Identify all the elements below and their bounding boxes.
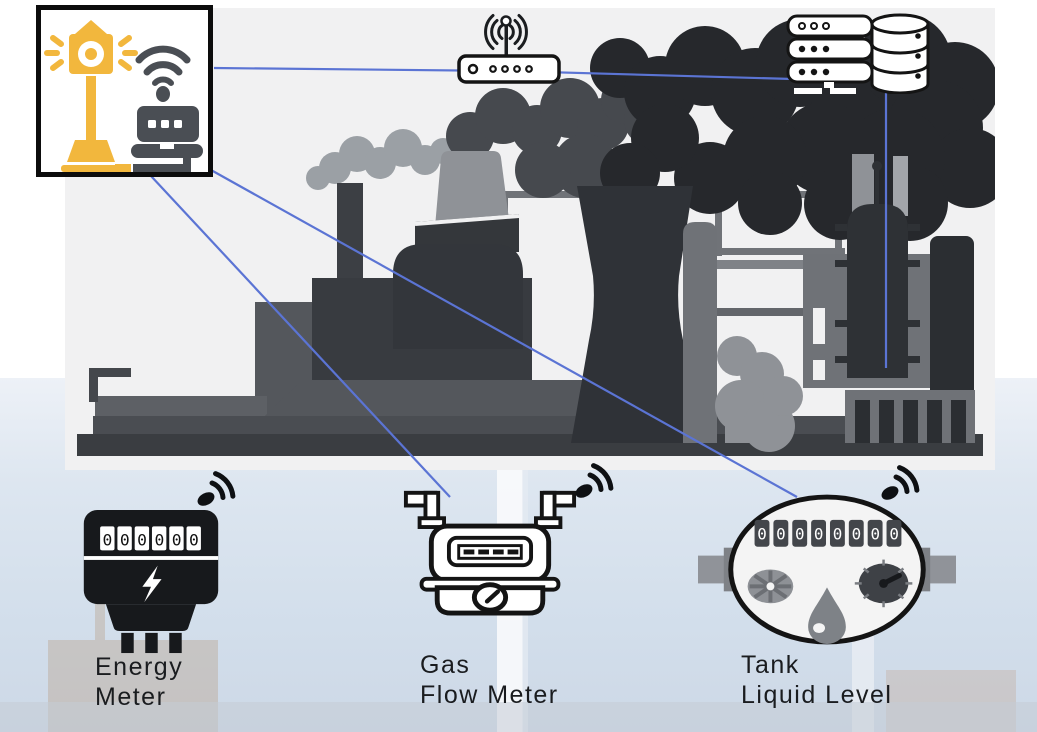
energy-meter: 000000 <box>79 506 223 663</box>
wifi-router <box>453 6 565 86</box>
energy-meter-digit-cells <box>100 526 201 551</box>
signal-waves-icon <box>881 465 920 500</box>
signal-waves-icon <box>575 463 614 498</box>
tank-meter-digits: 00000000 <box>757 525 908 544</box>
server-rack-icon <box>786 14 874 94</box>
tank-level-meter: 00000000 <box>698 492 956 656</box>
lightning-bolt-icon <box>142 565 162 603</box>
tank-level-meter-icon: 00000000 <box>698 494 956 645</box>
gas-flow-meter-label-line2: Flow Meter <box>420 681 559 709</box>
gas-flow-meter <box>402 483 578 623</box>
boiler <box>393 244 523 349</box>
gas-flow-meter-label-line1: Gas <box>420 651 471 679</box>
water-drop-icon <box>808 587 846 644</box>
energy-meter-digits: 000000 <box>103 531 207 550</box>
tank-level-meter-label: Tank Liquid Level <box>741 650 892 710</box>
dark-cooling-tower <box>571 186 701 443</box>
signal-waves-tank <box>874 460 946 511</box>
router-icon <box>457 14 561 84</box>
gas-meter-display <box>457 544 523 560</box>
gas-meter-pipes <box>403 490 577 529</box>
smart-sensor-icon <box>44 20 138 172</box>
tank-meter-digit-cells <box>754 519 902 547</box>
energy-meter-label-line1: Energy <box>95 653 184 681</box>
database-icon <box>870 13 930 95</box>
round-tanks <box>715 336 803 452</box>
tank-level-meter-label-line2: Liquid Level <box>741 681 893 709</box>
signal-waves-gas <box>568 458 640 509</box>
right-refinery <box>803 154 975 443</box>
haze-band <box>0 702 1037 732</box>
energy-meter-label-line2: Meter <box>95 683 167 711</box>
energy-meter-label: Energy Meter <box>95 652 183 712</box>
chimney <box>337 183 363 283</box>
light-smoke <box>306 129 456 190</box>
turbine-wheel <box>747 569 794 604</box>
energy-meter-icon: 000000 <box>83 510 219 654</box>
gas-flow-meter-label: Gas Flow Meter <box>420 650 559 710</box>
cloud-servers <box>786 8 932 95</box>
tank-level-meter-label-line1: Tank <box>741 651 800 679</box>
wifi-icon <box>135 45 191 102</box>
iot-gateway-icon <box>115 106 203 172</box>
gas-flow-meter-icon <box>403 490 577 616</box>
tank-meter-dial <box>854 559 913 608</box>
sensor-gateway-box <box>36 5 213 177</box>
